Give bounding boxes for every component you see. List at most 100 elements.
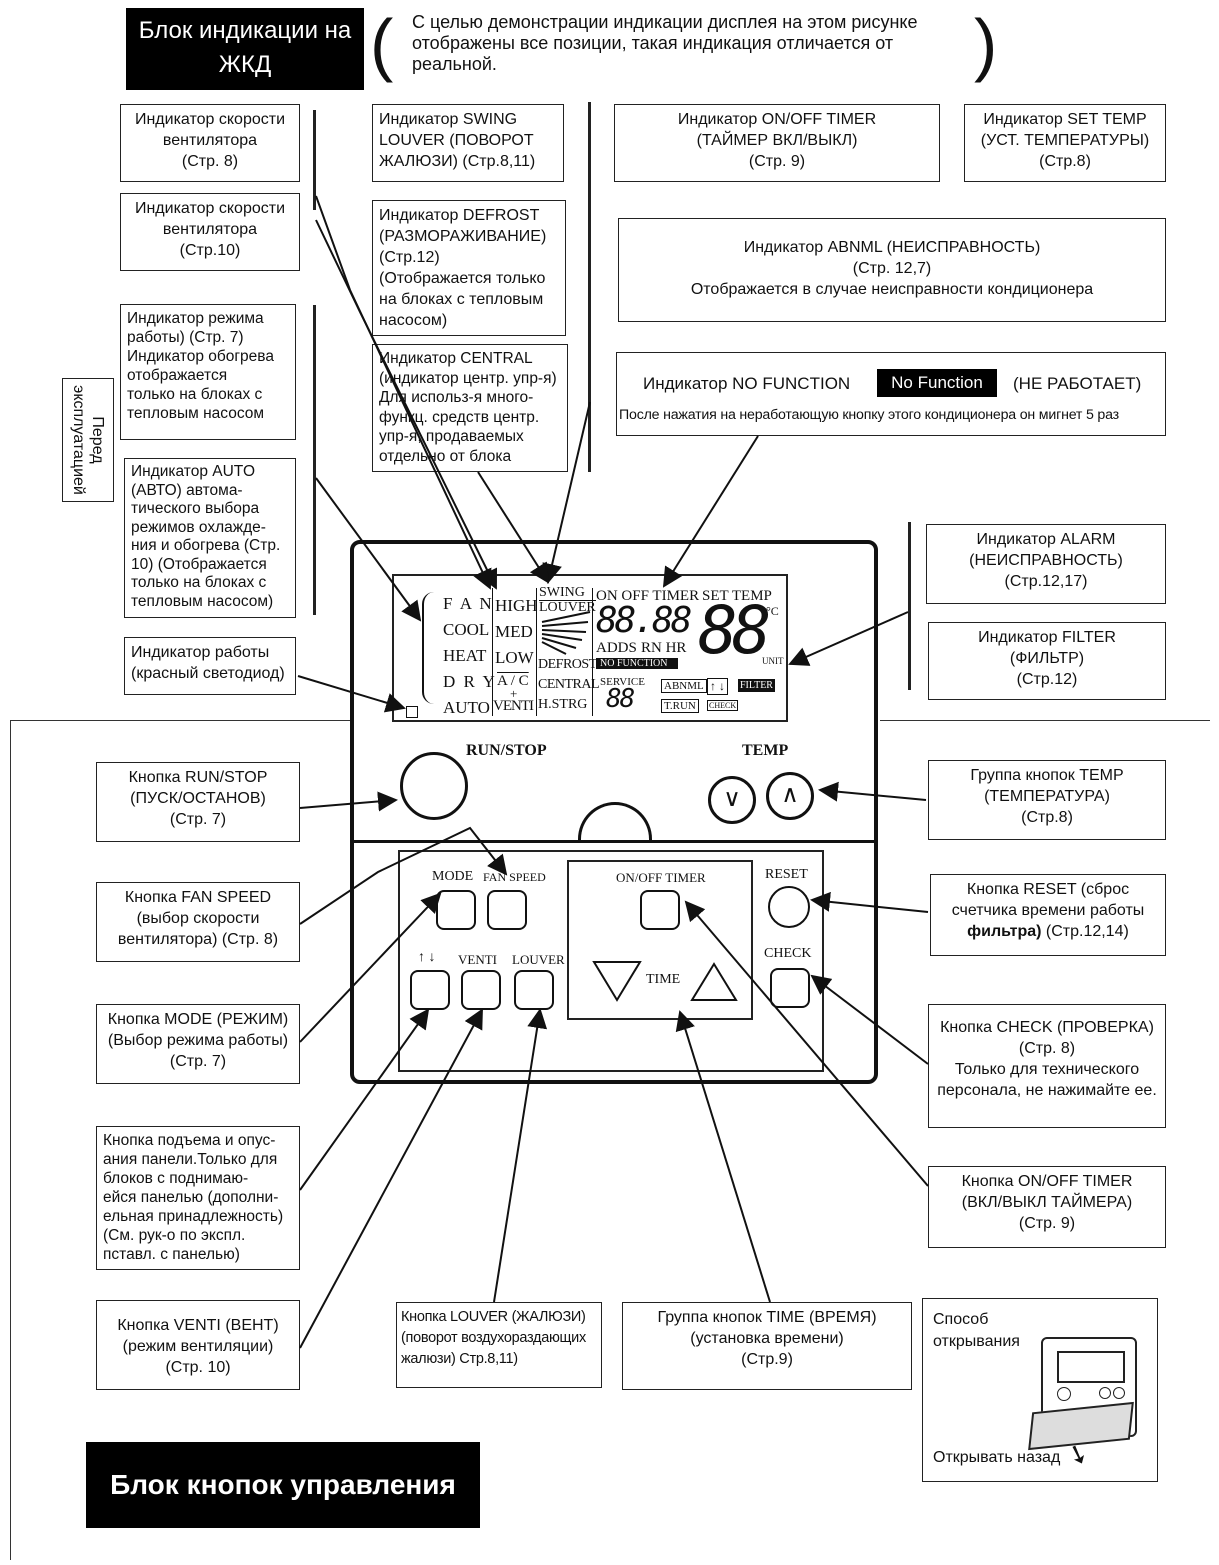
temp-up-button[interactable]: ∧ bbox=[766, 772, 814, 820]
opening-device-btn bbox=[1057, 1387, 1071, 1401]
check-button[interactable] bbox=[770, 968, 810, 1008]
lcd-mode-heat: HEAT bbox=[443, 646, 487, 665]
onoff-timer-button[interactable] bbox=[640, 890, 680, 930]
control-block-title: Блок кнопок управления bbox=[86, 1442, 480, 1528]
temp-group-callout: Группа кнопок TEMP(ТЕМПЕРАТУРА)(Стр.8) bbox=[928, 760, 1166, 840]
lcd-block-title-line1: Блок индикации на bbox=[138, 17, 352, 44]
lcd-speed-high: HIGH bbox=[495, 596, 538, 615]
lcd-abnml: ABNML bbox=[661, 679, 707, 693]
lcd-service: SERVICE bbox=[600, 676, 645, 688]
control-block-boundary bbox=[880, 720, 1210, 721]
lcd-arrows: ↑ ↓ bbox=[707, 678, 728, 695]
opening-method-box: Способ открывания Открывать назад ➘ bbox=[922, 1298, 1158, 1482]
lcd-sep bbox=[592, 588, 593, 716]
lcd-no-function: NO FUNCTION bbox=[596, 658, 678, 669]
button-panel bbox=[398, 850, 824, 1072]
control-block-boundary bbox=[10, 720, 11, 1560]
lcd-plus: + bbox=[510, 686, 518, 701]
chevron-down-icon: ∨ bbox=[723, 785, 741, 812]
opening-device-btn bbox=[1099, 1387, 1111, 1399]
panel-updown-button[interactable] bbox=[410, 970, 450, 1010]
filter-indicator-callout: Индикатор FILTER(ФИЛЬТР)(Стр.12) bbox=[928, 622, 1166, 700]
note-line3: реальной. bbox=[412, 54, 497, 74]
lcd-mode-fan: F A N bbox=[443, 594, 494, 613]
lcd-temp-digits: 88 bbox=[698, 592, 772, 669]
control-block-boundary bbox=[10, 720, 350, 721]
mode-button[interactable] bbox=[436, 890, 476, 930]
no-function-indicator-callout: Индикатор NO FUNCTION No Function (НЕ РА… bbox=[616, 352, 1166, 436]
note-close-paren: ) bbox=[974, 5, 998, 83]
lcd-sep bbox=[536, 588, 537, 716]
lcd-ac: A / C bbox=[497, 673, 529, 689]
lcd-service-digits: 88 bbox=[606, 684, 635, 714]
lcd-venti: VENTI bbox=[493, 698, 534, 714]
lcd-hstrg: H.STRG bbox=[538, 697, 588, 712]
lcd-unit: UNIT bbox=[762, 656, 784, 666]
panel-button-callout: Кнопка подъема и опус-ания панели.Только… bbox=[96, 1126, 300, 1270]
lcd-central: CENTRAL bbox=[538, 677, 600, 692]
reset-button[interactable] bbox=[768, 886, 810, 928]
time-group-callout: Группа кнопок TIME (ВРЕМЯ)(установка вре… bbox=[622, 1302, 912, 1390]
lcd-mode-dry: D R Y bbox=[443, 672, 497, 691]
temp-label: TEMP bbox=[742, 742, 789, 759]
lcd-degc: °C bbox=[766, 604, 779, 618]
louver-button[interactable] bbox=[514, 970, 554, 1010]
timer-panel bbox=[567, 860, 753, 1020]
lcd-check: CHECK bbox=[707, 700, 739, 711]
auto-indicator-callout: Индикатор AUTO(АВТО) автома-тического вы… bbox=[124, 458, 296, 618]
lcd-block-title-line2: ЖКД bbox=[218, 51, 272, 78]
run-stop-button-callout: Кнопка RUN/STOP(ПУСК/ОСТАНОВ)(Стр. 7) bbox=[96, 762, 300, 842]
divider-bar bbox=[313, 110, 316, 210]
no-function-suffix: (НЕ РАБОТАЕТ) bbox=[1013, 374, 1142, 393]
divider-bar bbox=[588, 102, 591, 472]
divider-bar bbox=[313, 305, 316, 615]
opening-device-btn bbox=[1113, 1387, 1125, 1399]
note-text: С целью демонстрации индикации дисплея н… bbox=[412, 12, 918, 75]
chevron-up-icon: ∧ bbox=[781, 781, 799, 808]
reset-bold-text: фильтра) bbox=[967, 923, 1042, 940]
lcd-trun: T.RUN bbox=[661, 699, 699, 713]
run-led bbox=[406, 706, 418, 718]
lcd-filter: FILTER bbox=[738, 679, 775, 692]
fan-speed-button[interactable] bbox=[487, 890, 527, 930]
alarm-indicator-callout: Индикатор ALARM(НЕИСПРАВНОСТЬ)(Стр.12,17… bbox=[926, 524, 1166, 604]
louver-label: LOUVER bbox=[512, 952, 565, 967]
no-function-prefix: Индикатор NO FUNCTION bbox=[643, 374, 851, 393]
mode-label: MODE bbox=[432, 869, 474, 884]
lcd-mode-auto: AUTO bbox=[443, 698, 490, 717]
lcd-speed-low: LOW bbox=[495, 648, 534, 667]
lcd-rn-hr: RN HR bbox=[641, 640, 687, 656]
side-tab: Перед эксплуатацией bbox=[62, 378, 114, 502]
temp-down-button[interactable]: ∨ bbox=[708, 776, 756, 824]
venti-label: VENTI bbox=[458, 952, 497, 967]
onoff-timer-label: ON/OFF TIMER bbox=[616, 870, 706, 885]
set-temp-indicator-callout: Индикатор SET TEMP(УСТ. ТЕМПЕРАТУРЫ)(Стр… bbox=[964, 104, 1166, 182]
lcd-louver: LOUVER bbox=[539, 600, 596, 615]
venti-button-callout: Кнопка VENTI (ВЕНТ)(режим вентиляции)(Ст… bbox=[96, 1300, 300, 1390]
updown-label: ↑ ↓ bbox=[418, 950, 436, 965]
run-stop-button[interactable] bbox=[400, 752, 468, 820]
abnml-indicator-callout: Индикатор ABNML (НЕИСПРАВНОСТЬ)(Стр. 12,… bbox=[618, 218, 1166, 322]
no-function-note: После нажатия на неработающую кнопку это… bbox=[619, 407, 1119, 423]
opening-line2: открывания bbox=[933, 1333, 1020, 1350]
check-label: CHECK bbox=[764, 946, 812, 961]
lcd-mode-bracket bbox=[422, 592, 436, 704]
defrost-indicator-callout: Индикатор DEFROST(РАЗМОРАЖИВАНИЕ)(Стр.12… bbox=[372, 200, 566, 336]
note-line1: С целью демонстрации индикации дисплея н… bbox=[412, 12, 918, 32]
time-label: TIME bbox=[646, 972, 681, 987]
lcd-onoff-timer: ON OFF TIMER bbox=[596, 588, 700, 604]
reset-tail-text: (Стр.12,14) bbox=[1041, 923, 1129, 940]
lcd-swing: SWING bbox=[539, 585, 585, 600]
run-led-callout: Индикатор работы(красный светодиод) bbox=[124, 637, 296, 695]
opening-device-screen bbox=[1057, 1351, 1125, 1383]
opening-line3: Открывать назад bbox=[933, 1449, 1061, 1466]
no-function-badge: No Function bbox=[877, 369, 997, 397]
lcd-speed-med: MED bbox=[495, 622, 533, 641]
lcd-adds: ADDS bbox=[596, 640, 637, 656]
onoff-timer-indicator-callout: Индикатор ON/OFF TIMER(ТАЙМЕР ВКЛ/ВЫКЛ)(… bbox=[614, 104, 940, 182]
